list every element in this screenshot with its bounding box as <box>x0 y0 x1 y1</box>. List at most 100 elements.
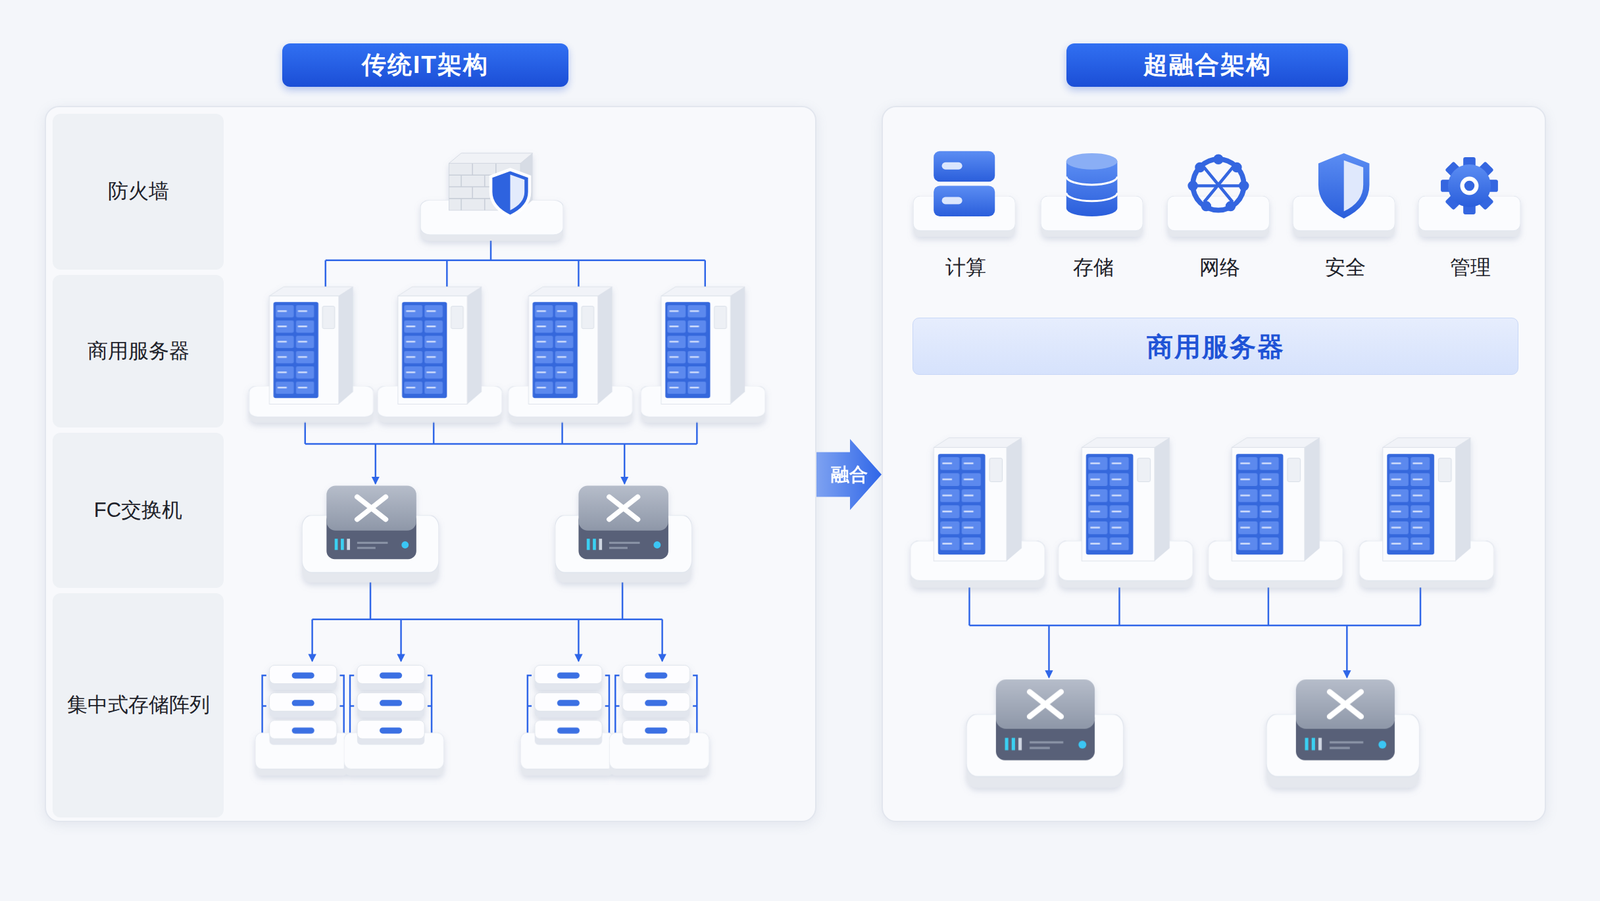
wire-arrow <box>577 619 579 662</box>
storage-stack <box>357 665 425 745</box>
wire-arrow <box>375 444 377 484</box>
server-group-part <box>248 386 374 424</box>
server-group-part <box>507 386 633 424</box>
switch <box>326 486 416 560</box>
management-icon-part <box>1460 176 1479 196</box>
wire-arrow <box>400 619 402 662</box>
merge-arrow <box>816 439 882 511</box>
security-icon-part <box>1344 160 1364 212</box>
storage-stack <box>269 665 337 745</box>
panel-heading: 超融合架构 <box>1066 43 1349 87</box>
tile-label: 存储 <box>1073 255 1114 281</box>
server-group <box>910 438 1495 589</box>
security-icon <box>1318 153 1370 219</box>
wire-arrow <box>623 444 625 484</box>
wire-arrow <box>1048 625 1050 678</box>
network-icon-part-part <box>1213 153 1224 165</box>
network-icon-part <box>1192 159 1245 211</box>
firewall-icon-part <box>490 169 530 217</box>
server-group-part <box>1207 540 1343 588</box>
firewall-icon-part <box>448 163 521 210</box>
management-icon-part <box>1448 164 1491 208</box>
server <box>1081 438 1170 562</box>
network-icon-part-part <box>1225 201 1237 212</box>
switch-group-part <box>966 714 1124 789</box>
box-label: 商用服务器 <box>87 338 190 365</box>
layer-label-box: 集中式存储阵列 <box>52 593 224 818</box>
management-icon-part <box>1464 180 1475 192</box>
box-label: FC交换机 <box>94 498 183 524</box>
network-icon-part <box>1187 153 1249 212</box>
capability-tile: 管理 <box>1411 146 1530 281</box>
switch-group-part <box>1266 714 1420 789</box>
network-icon-part-part <box>1194 162 1206 174</box>
tile-label: 安全 <box>1325 255 1366 281</box>
tile-label: 管理 <box>1450 255 1491 281</box>
switch-group-part <box>301 515 439 583</box>
server-band: 商用服务器 <box>912 317 1519 375</box>
layer-label-box: FC交换机 <box>52 432 224 589</box>
management-icon-part <box>1485 179 1499 193</box>
wire <box>312 559 663 620</box>
panel-heading: 传统IT架构 <box>282 43 569 87</box>
storage-icon-part <box>1066 161 1118 217</box>
server <box>528 286 612 404</box>
wire <box>969 583 1421 626</box>
network-icon <box>1187 153 1249 212</box>
compute-icon-part <box>942 162 963 170</box>
management-icon-part <box>1463 157 1476 170</box>
wire-arrow <box>1346 625 1348 678</box>
storage-stack <box>622 665 690 745</box>
network-icon-part-part <box>1187 180 1199 192</box>
server-group <box>248 286 766 423</box>
box-label: 商用服务器 <box>1146 330 1285 364</box>
capability-tile: 安全 <box>1286 146 1405 281</box>
icon-tiles-part <box>1040 196 1143 237</box>
layer-label-box: 商用服务器 <box>52 275 224 428</box>
tile-label: 计算 <box>945 255 987 281</box>
storage-group-part <box>520 732 615 776</box>
wire <box>325 236 706 289</box>
storage-bracket <box>262 675 698 737</box>
server <box>269 286 353 404</box>
storage-stack <box>534 665 602 745</box>
switch-group <box>966 679 1420 788</box>
compute-icon <box>933 151 995 217</box>
storage-icon-part <box>1066 153 1118 170</box>
storage-group-part <box>255 732 350 776</box>
server-group-part <box>910 540 1046 588</box>
management-icon-part <box>1463 201 1476 215</box>
management-icon <box>1440 157 1499 215</box>
icon-tiles <box>913 196 1521 237</box>
tile-label: 网络 <box>1199 255 1241 281</box>
capability-tile: 计算 <box>906 146 1025 281</box>
storage-icon <box>1066 153 1118 217</box>
management-icon-part <box>1444 161 1462 179</box>
storage-group-part <box>344 732 445 776</box>
wire <box>305 420 698 445</box>
server <box>1231 438 1320 562</box>
server <box>661 286 745 404</box>
server <box>1382 438 1472 562</box>
box-label: 集中式存储阵列 <box>67 692 210 719</box>
wires <box>262 236 1421 737</box>
switch <box>1296 679 1395 761</box>
storage-icon-part <box>1066 176 1118 202</box>
wire-arrow <box>661 619 663 662</box>
compute-icon-part <box>933 186 995 218</box>
switch <box>578 486 668 560</box>
icon-tiles-part <box>1292 196 1395 237</box>
layer-label-box: 防火墙 <box>52 113 224 270</box>
architecture-panel: 超融合架构计算存储网络安全管理商用服务器 <box>881 105 1547 823</box>
storage-group <box>255 665 710 776</box>
firewall-icon <box>420 153 564 241</box>
server <box>933 438 1022 562</box>
capability-tile: 网络 <box>1160 146 1279 281</box>
box-label: 防火墙 <box>107 178 170 205</box>
wire-arrow <box>311 619 313 662</box>
server-group-part <box>1057 540 1193 588</box>
network-icon-part <box>1192 167 1245 203</box>
management-icon-part <box>1440 179 1454 193</box>
